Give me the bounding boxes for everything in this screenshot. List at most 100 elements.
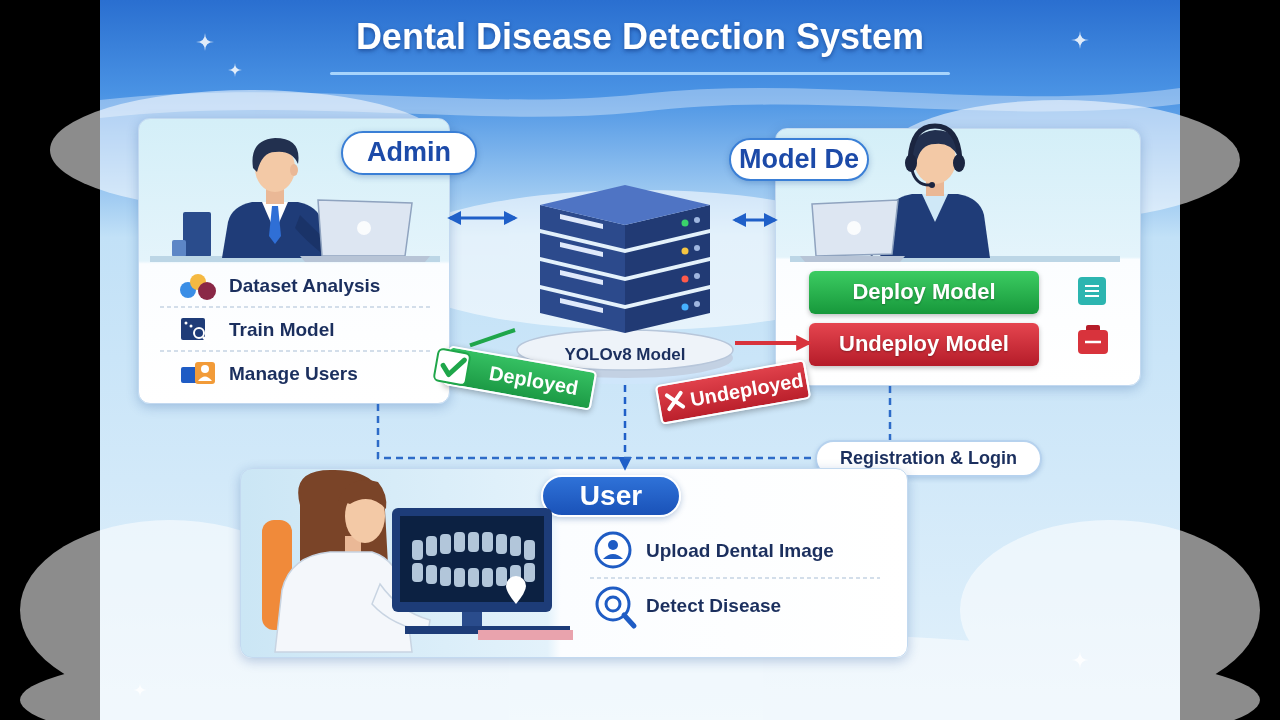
- menu-icon: [194, 328, 204, 338]
- admin-illustration: [150, 256, 440, 262]
- operator-illustration: [790, 126, 1120, 262]
- operator-illustration: [847, 221, 861, 235]
- user-illustration: [454, 532, 465, 552]
- server-part: [540, 185, 710, 225]
- user-panel: UserUpload Dental ImageDetect Disease: [240, 468, 908, 658]
- menu-icon: [198, 377, 212, 382]
- dashed-line: [889, 386, 892, 440]
- server-node: YOLOv8 Model: [515, 185, 735, 385]
- operator-illustration: [910, 126, 960, 160]
- user-illustration: [482, 568, 493, 587]
- user-illustration: [496, 534, 507, 554]
- menu-icon: [185, 322, 188, 325]
- user-illustration: [426, 565, 437, 584]
- operator-illustration: [913, 130, 959, 164]
- sparkle: [1071, 31, 1089, 49]
- admin-illustration: [150, 138, 440, 262]
- menu-item: Manage Users: [229, 359, 439, 389]
- model-label: YOLOv8 Model: [550, 343, 700, 367]
- user-illustration: [524, 563, 535, 582]
- admin-illustration: [252, 138, 298, 172]
- user-illustration: [506, 576, 526, 604]
- diagram-title: Dental Disease Detection System: [0, 16, 1280, 58]
- panel-heading: User: [541, 475, 681, 517]
- menu-icon: [181, 318, 205, 340]
- model-panel: Model DeDeploy ModelUndeploy Model: [775, 128, 1141, 386]
- menu-icon: [201, 365, 209, 373]
- button-icon: [1078, 330, 1108, 354]
- menu-icon: [181, 367, 201, 383]
- user-illustration: [262, 520, 292, 630]
- admin-illustration: [295, 215, 335, 256]
- dashed-line: [378, 404, 815, 458]
- menu-item: Train Model: [229, 315, 439, 345]
- operator-illustration: [860, 220, 896, 256]
- menu-icon: [195, 362, 215, 384]
- operator-illustration: [922, 194, 948, 222]
- menu-icon: [190, 325, 193, 328]
- user-illustration: [345, 489, 385, 543]
- server-part: [694, 217, 700, 223]
- check-icon: [442, 357, 465, 377]
- admin-illustration: [222, 202, 328, 258]
- sparkle: [228, 63, 242, 77]
- admin-illustration: [262, 202, 288, 232]
- menu-icon: [180, 282, 196, 298]
- bidirectional-arrow: [735, 219, 775, 222]
- server-part: [560, 270, 603, 285]
- user-illustration: [400, 516, 544, 602]
- server-part: [560, 298, 603, 313]
- operator-illustration: [812, 200, 898, 256]
- sparkle: [133, 683, 147, 697]
- action-icon: [624, 615, 634, 626]
- status-line: [470, 330, 515, 345]
- sparkle: [196, 33, 214, 51]
- user-illustration: [338, 480, 386, 509]
- user-illustration: [482, 532, 493, 552]
- user-illustration: [412, 532, 535, 587]
- separator-line: [160, 350, 430, 352]
- button-icon: [1086, 325, 1100, 332]
- user-illustration: [262, 470, 573, 652]
- separator-line: [160, 307, 880, 578]
- action-item: Detect Disease: [646, 591, 886, 621]
- operator-illustration: [929, 182, 935, 188]
- user-illustration: [412, 540, 423, 560]
- cloud: [960, 520, 1260, 700]
- server-part: [682, 220, 689, 227]
- action-icon: [608, 540, 618, 550]
- admin-illustration: [255, 144, 295, 192]
- admin-illustration: [357, 221, 371, 235]
- user-illustration: [440, 534, 451, 554]
- user-illustration: [468, 568, 479, 587]
- action-icon: [603, 554, 623, 559]
- admin-panel: AdminDataset AnalysisTrain ModelManage U…: [138, 118, 450, 404]
- cloud: [20, 90, 1260, 720]
- user-illustration: [440, 567, 451, 586]
- undeploy-button: Undeploy Model: [809, 323, 1039, 366]
- check-icon: [433, 348, 470, 385]
- admin-illustration: [183, 212, 211, 257]
- user-illustration: [510, 565, 521, 584]
- connector-group: [378, 218, 890, 468]
- cross-icon: [667, 393, 683, 409]
- button-icon: [1085, 341, 1101, 344]
- operator-illustration: [880, 194, 990, 258]
- title-underline: [330, 72, 950, 75]
- user-illustration: [372, 584, 430, 632]
- check-icon: [433, 348, 470, 385]
- user-illustration: [412, 563, 423, 582]
- menu-icon: [203, 337, 210, 344]
- dashed-arrow: [624, 385, 627, 468]
- cross-icon: [667, 393, 683, 409]
- action-item: Upload Dental Image: [646, 536, 886, 566]
- bidirectional-arrow: [450, 217, 515, 220]
- server-part: [694, 245, 700, 251]
- cross-icon: [667, 393, 683, 409]
- user-illustration: [275, 552, 412, 652]
- operator-illustration: [914, 136, 956, 184]
- server-part: [694, 301, 700, 307]
- deploy-button: Deploy Model: [809, 271, 1039, 314]
- operator-illustration: [790, 256, 1120, 262]
